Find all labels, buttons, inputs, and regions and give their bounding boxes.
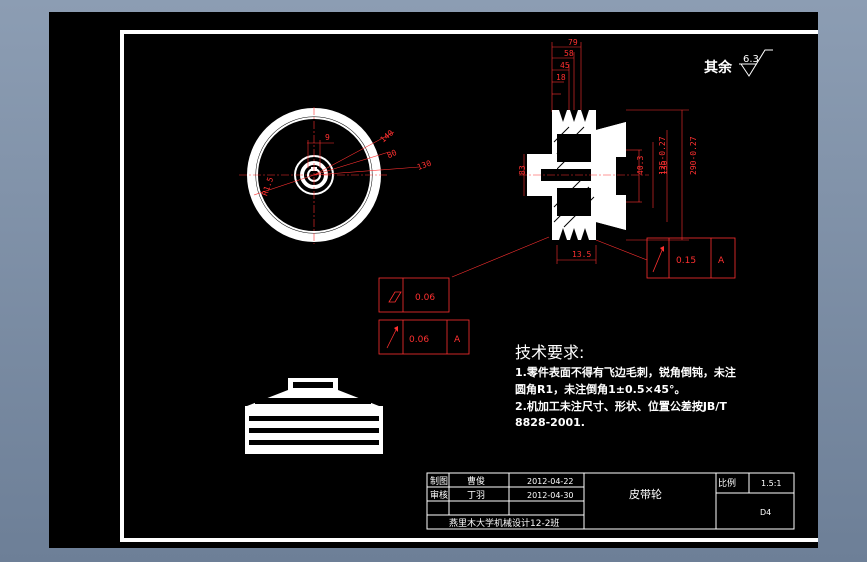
drawing-frame <box>120 30 818 542</box>
flatness-value: 0.06 <box>415 293 435 303</box>
part-name: 皮带轮 <box>629 487 662 501</box>
roughness-symbol-icon <box>740 49 773 77</box>
runout2-datum: A <box>718 256 725 266</box>
front-view: 9 140 80 130 R1.5 <box>239 107 433 244</box>
scale-value: 1.5:1 <box>761 479 782 488</box>
technical-requirements: 技术要求: 1.零件表面不得有飞边毛刺，锐角倒钝，未注 圆角R1，未注倒角1±0… <box>515 343 736 429</box>
runout-icon <box>386 327 398 349</box>
runout-icon <box>652 247 664 273</box>
checked-name: 丁羽 <box>467 490 485 501</box>
drawn-label: 制图 <box>430 475 448 487</box>
tech-req-line1: 1.零件表面不得有飞边毛刺，锐角倒钝，未注 <box>515 365 736 379</box>
roughness-note: 其余 6.3 <box>704 49 773 77</box>
tech-req-title: 技术要求: <box>515 343 584 362</box>
dim-79: 79 <box>568 38 578 47</box>
tech-req-line3: 2.机加工未注尺寸、形状、位置公差按JB/T <box>515 399 727 413</box>
checked-label: 审核 <box>430 489 448 501</box>
dim-r15: R1.5 <box>260 176 275 197</box>
tolerance-frame-runout-2: 0.15 A <box>646 237 736 279</box>
tech-req-line2: 圆角R1，未注倒角1±0.5×45°。 <box>515 382 686 396</box>
scale-label: 比例 <box>718 477 736 489</box>
checked-date: 2012-04-30 <box>527 491 574 500</box>
dim-140: 140 <box>378 128 395 144</box>
dim-130: 130 <box>416 159 433 172</box>
cad-viewport[interactable]: 9 140 80 130 R1.5 79 58 45 18 <box>49 12 818 548</box>
section-view: 79 58 45 18 <box>451 38 698 278</box>
roughness-prefix: 其余 <box>704 59 733 76</box>
drawing-canvas: 9 140 80 130 R1.5 79 58 45 18 <box>120 30 818 542</box>
dim-83: 83 <box>518 165 527 175</box>
tolerance-frame-flatness: 0.06 <box>378 277 450 313</box>
runout1-datum: A <box>454 335 461 345</box>
dim-290: 290-0.27 <box>689 136 698 175</box>
dim-130: 130 <box>660 160 669 175</box>
dim-58: 58 <box>564 49 574 58</box>
flatness-icon <box>388 291 402 303</box>
dim-80: 80 <box>386 148 399 160</box>
dim-40: 40.3 <box>636 156 645 175</box>
dim-13-5: 13.5 <box>572 250 591 259</box>
title-block: 制图 曹俊 2012-04-22 审核 丁羽 2012-04-30 皮带轮 比例… <box>426 472 795 530</box>
isometric-view <box>245 378 383 454</box>
runout1-value: 0.06 <box>409 335 429 345</box>
school-name: 燕里木大学机械设计12-2班 <box>449 517 559 529</box>
dim-18: 18 <box>556 73 566 82</box>
drawn-name: 曹俊 <box>467 475 485 487</box>
dim-125: 125-0.27 <box>658 136 667 175</box>
drawn-date: 2012-04-22 <box>527 477 574 486</box>
roughness-value: 6.3 <box>743 54 759 65</box>
runout2-value: 0.15 <box>676 256 696 266</box>
tech-req-line4: 8828-2001. <box>515 416 585 429</box>
tolerance-frame-runout-1: 0.06 A <box>378 319 470 355</box>
sheet-size: D4 <box>760 508 771 517</box>
dim-45: 45 <box>560 61 570 70</box>
dim-9: 9 <box>325 133 330 142</box>
